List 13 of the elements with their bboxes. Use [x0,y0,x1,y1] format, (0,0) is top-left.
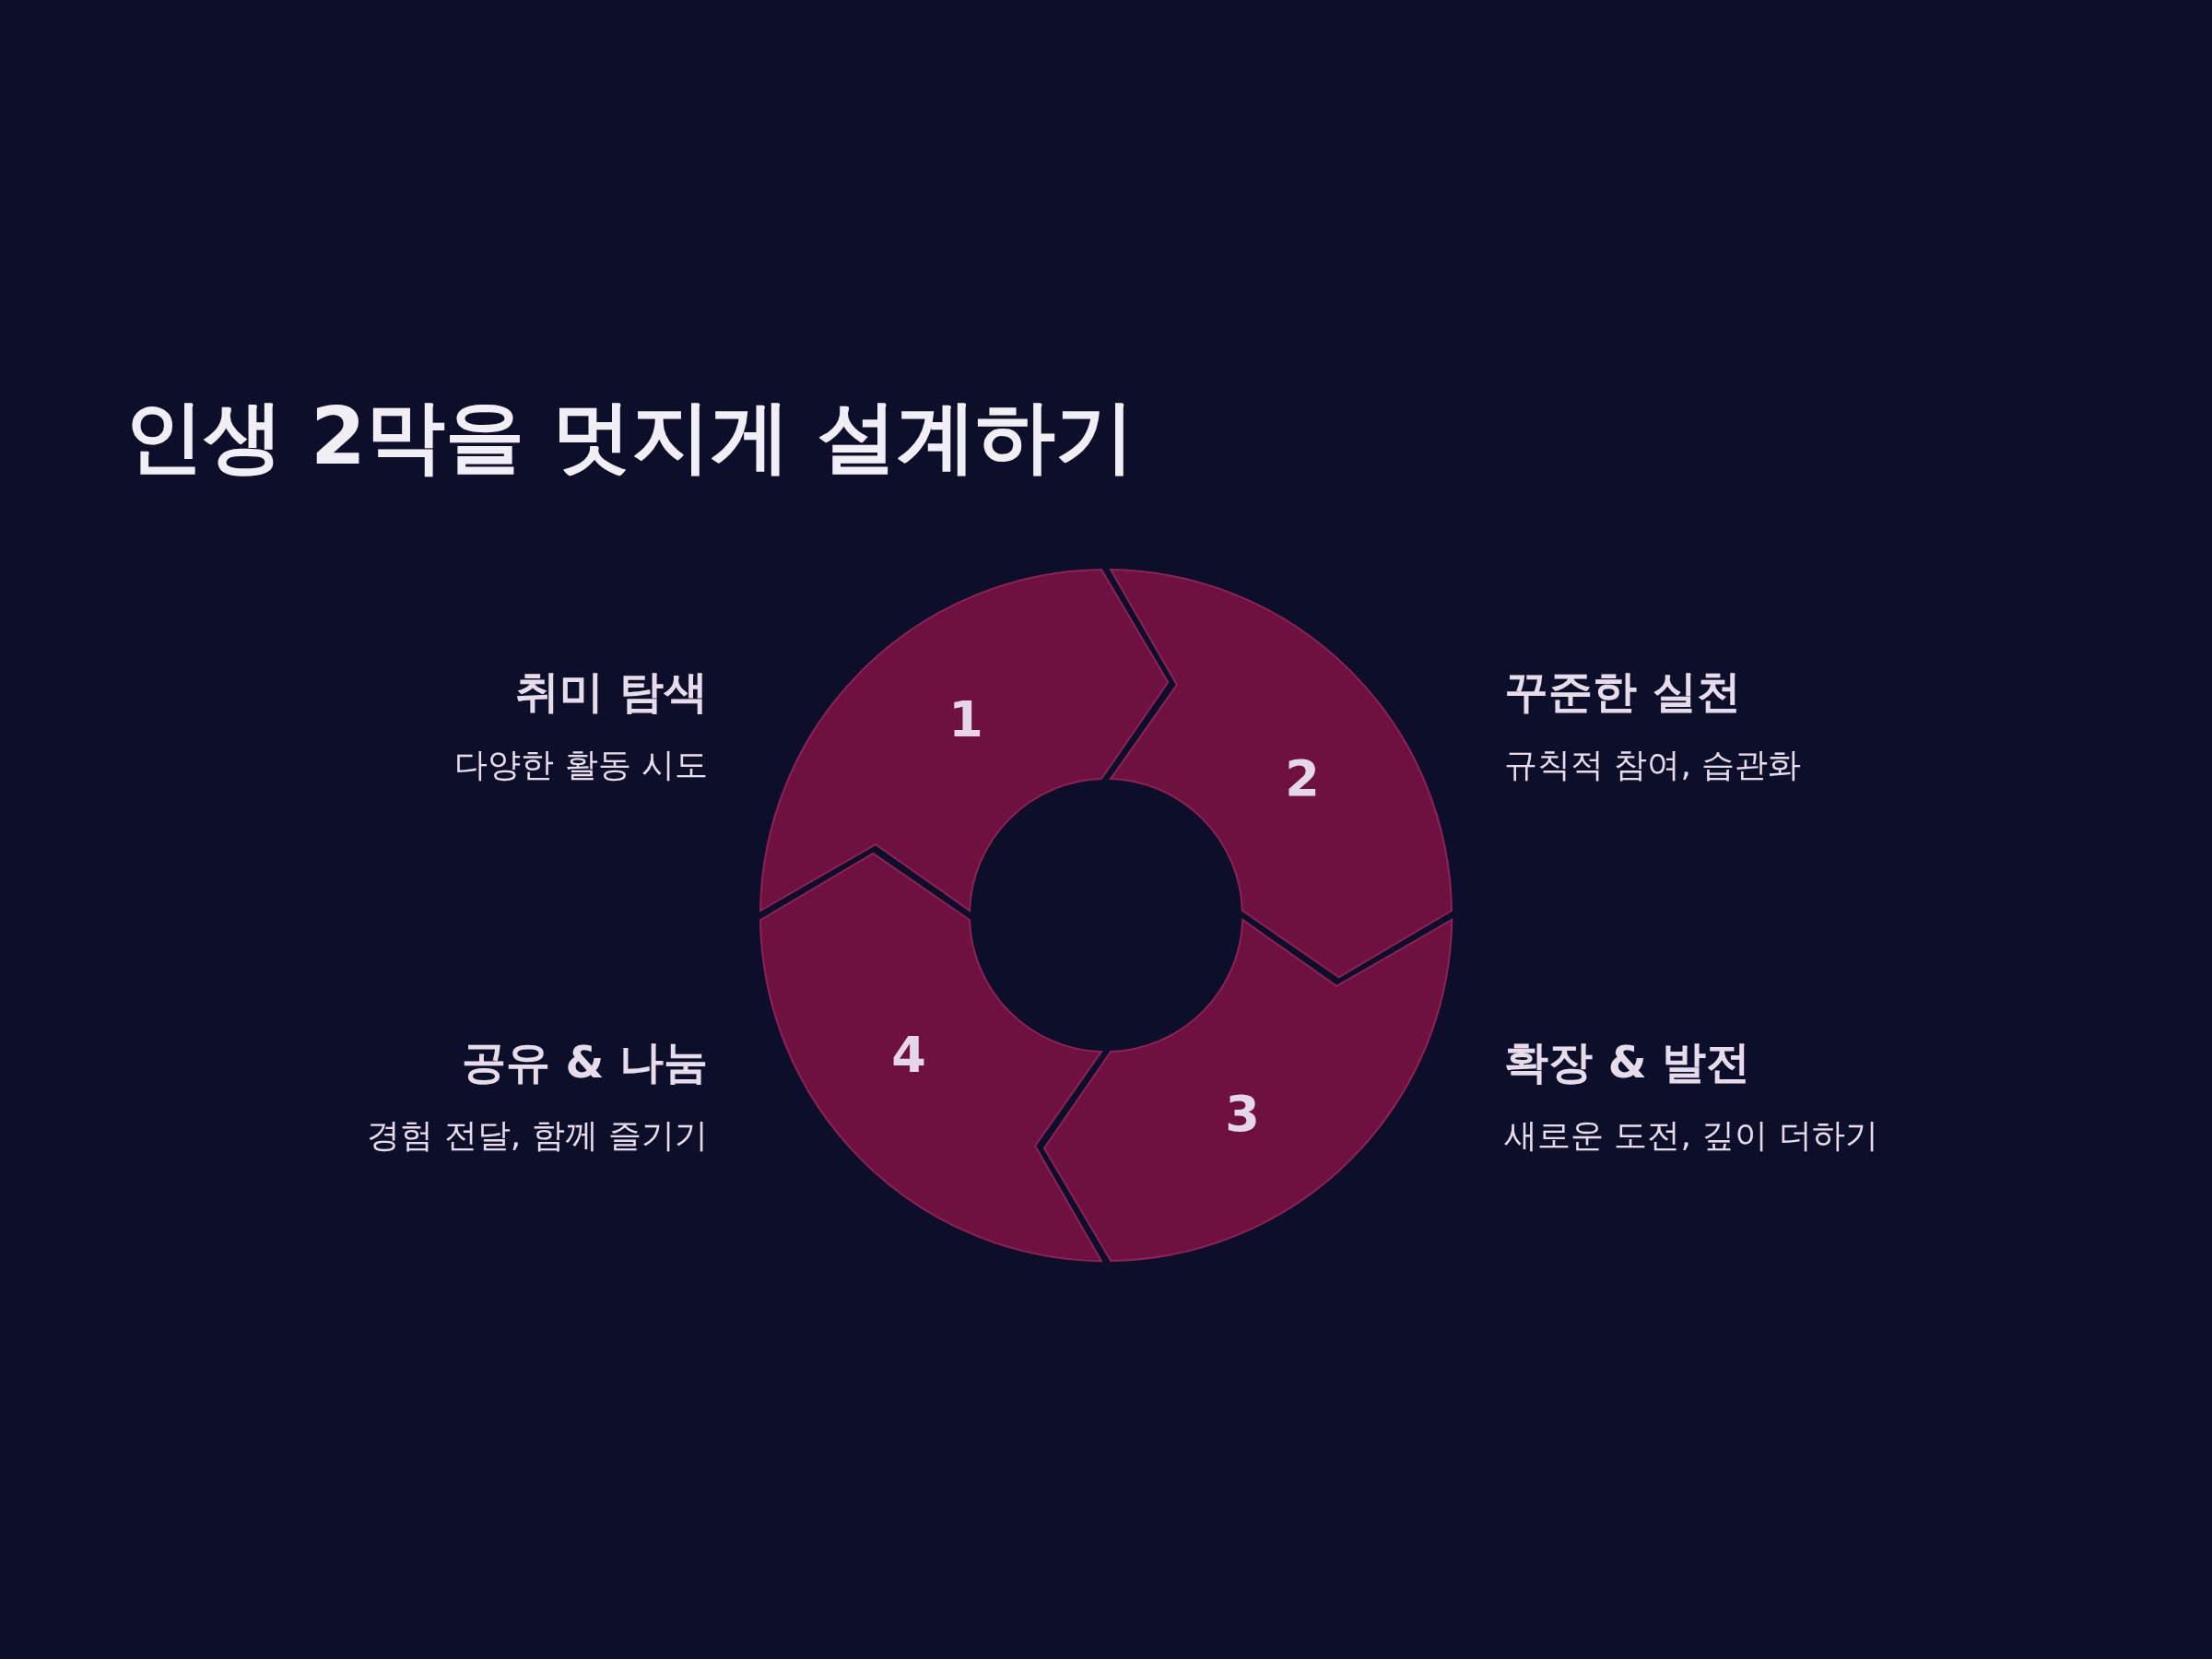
step-description: 경험 전달, 함께 즐기기 [367,1119,708,1152]
step-number: 3 [1225,1089,1260,1139]
step-heading: 취미 탐색 [515,669,708,713]
step-description: 다양한 활동 시도 [454,748,708,782]
step-number: 4 [891,1030,926,1080]
title: 인생 2막을 멋지게 설계하기 [124,396,1135,476]
step-number: 2 [1285,754,1320,804]
step-number: 1 [948,695,983,745]
step-heading: 공유 & 나눔 [461,1040,708,1084]
step-heading: 꾸준한 실천 [1504,669,1741,713]
step-description: 규칙적 참여, 습관화 [1504,748,1802,782]
step-heading: 확장 & 발전 [1504,1040,1751,1084]
step-description: 새로운 도전, 깊이 더하기 [1504,1119,1878,1152]
